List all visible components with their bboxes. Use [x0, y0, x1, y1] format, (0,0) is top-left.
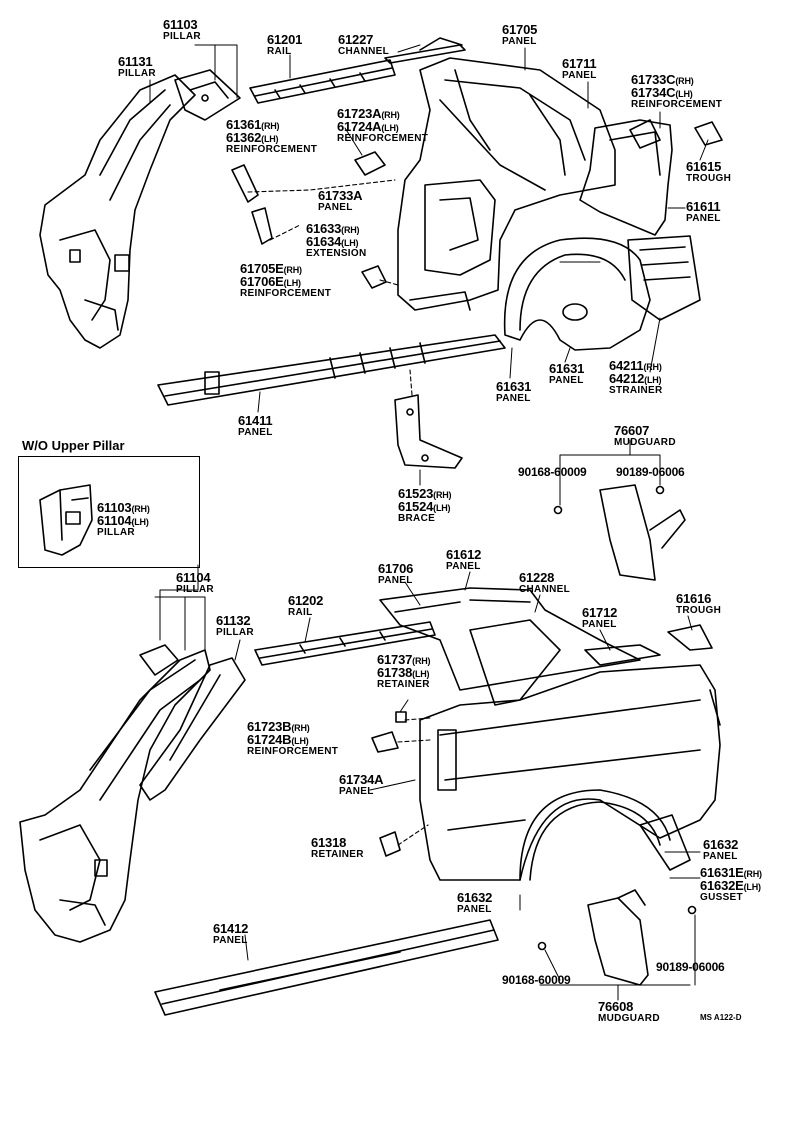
- label-61633: 61633(RH) 61634(LH) EXTENSION: [306, 221, 367, 259]
- rail-61201-part: [249, 59, 396, 104]
- inset-title: W/O Upper Pillar: [22, 438, 125, 453]
- mudguard-76608-part: [587, 889, 649, 986]
- roof-side-panel-part: [379, 587, 641, 706]
- pillar-61104-part: [19, 649, 211, 943]
- strainer-64211-part: [627, 235, 701, 321]
- pillar-61131-part: [39, 74, 196, 349]
- trough-61615-part: [694, 121, 723, 146]
- channel-61227-part: [384, 37, 466, 64]
- label-61631e: 61631E(RH) 61632E(LH) GUSSET: [700, 865, 762, 903]
- label-90168-lower: 90168-60009: [502, 973, 571, 987]
- drawing-code: MS A122-D: [700, 1013, 742, 1022]
- retainer-61737-part: [395, 711, 407, 723]
- quarter-outer-panel-part: [419, 664, 721, 881]
- reinforcement-61705e-part: [361, 265, 387, 289]
- screw-90168-lower: [537, 941, 547, 951]
- nut-90189-lower: [687, 905, 697, 915]
- label-90189-upper: 90189-06006: [616, 465, 685, 479]
- reinforcement-61723a-part: [354, 151, 386, 176]
- label-61723a: 61723A(RH) 61724A(LH) REINFORCEMENT: [337, 106, 429, 144]
- reinforcement-61361-part: [231, 164, 259, 203]
- label-90168-upper: 90168-60009: [518, 465, 587, 479]
- brace-61523-part: [394, 394, 463, 469]
- inset-box: [18, 456, 200, 568]
- wheelhouse-61631-part: [503, 237, 651, 351]
- reinforcement-61723b-part: [371, 731, 399, 753]
- inset-leader: [159, 564, 199, 641]
- label-61737: 61737(RH) 61738(LH) RETAINER: [377, 652, 431, 690]
- rocker-61412-part: [154, 919, 499, 1016]
- label-61723b: 61723B(RH) 61724B(LH) REINFORCEMENT: [247, 719, 339, 757]
- reinforcement-61733c-part: [629, 119, 661, 149]
- panel-61712-part: [584, 644, 661, 666]
- screw-90168-upper: [553, 505, 563, 515]
- label-61733c: 61733C(RH) 61734C(LH) REINFORCEMENT: [631, 72, 723, 110]
- lower-leader-lines: [154, 571, 701, 1001]
- pillar-cap-part: [139, 644, 179, 676]
- upper-dashed-leaders: [247, 179, 413, 396]
- mudguard-76607-part: [599, 484, 686, 581]
- label-61523: 61523(RH) 61524(LH) BRACE: [398, 486, 452, 524]
- label-inset-pillar: 61103(RH) 61104(LH) PILLAR: [97, 500, 150, 538]
- pillar-61132-part: [139, 657, 246, 801]
- rail-61202-part: [254, 621, 436, 666]
- nut-90189-upper: [655, 485, 665, 495]
- label-61361: 61361(RH) 61362(LH) REINFORCEMENT: [226, 117, 318, 155]
- retainer-61318-part: [379, 831, 401, 857]
- label-90189-lower: 90189-06006: [656, 960, 725, 974]
- quarter-inner-structure: [397, 57, 616, 311]
- label-61705e: 61705E(RH) 61706E(LH) REINFORCEMENT: [240, 261, 332, 299]
- rocker-61411-part: [157, 334, 506, 406]
- label-64211: 64211(RH) 64212(LH) STRAINER: [609, 358, 663, 396]
- pillar-61103-part: [174, 69, 241, 121]
- trough-61616-part: [667, 624, 713, 651]
- gusset-61631e-part: [639, 814, 691, 871]
- lower-dashed-leaders: [397, 717, 431, 846]
- upper-leader-lines: [149, 44, 709, 506]
- extension-61633-part: [251, 207, 273, 245]
- inset-pillar-part: [39, 484, 93, 556]
